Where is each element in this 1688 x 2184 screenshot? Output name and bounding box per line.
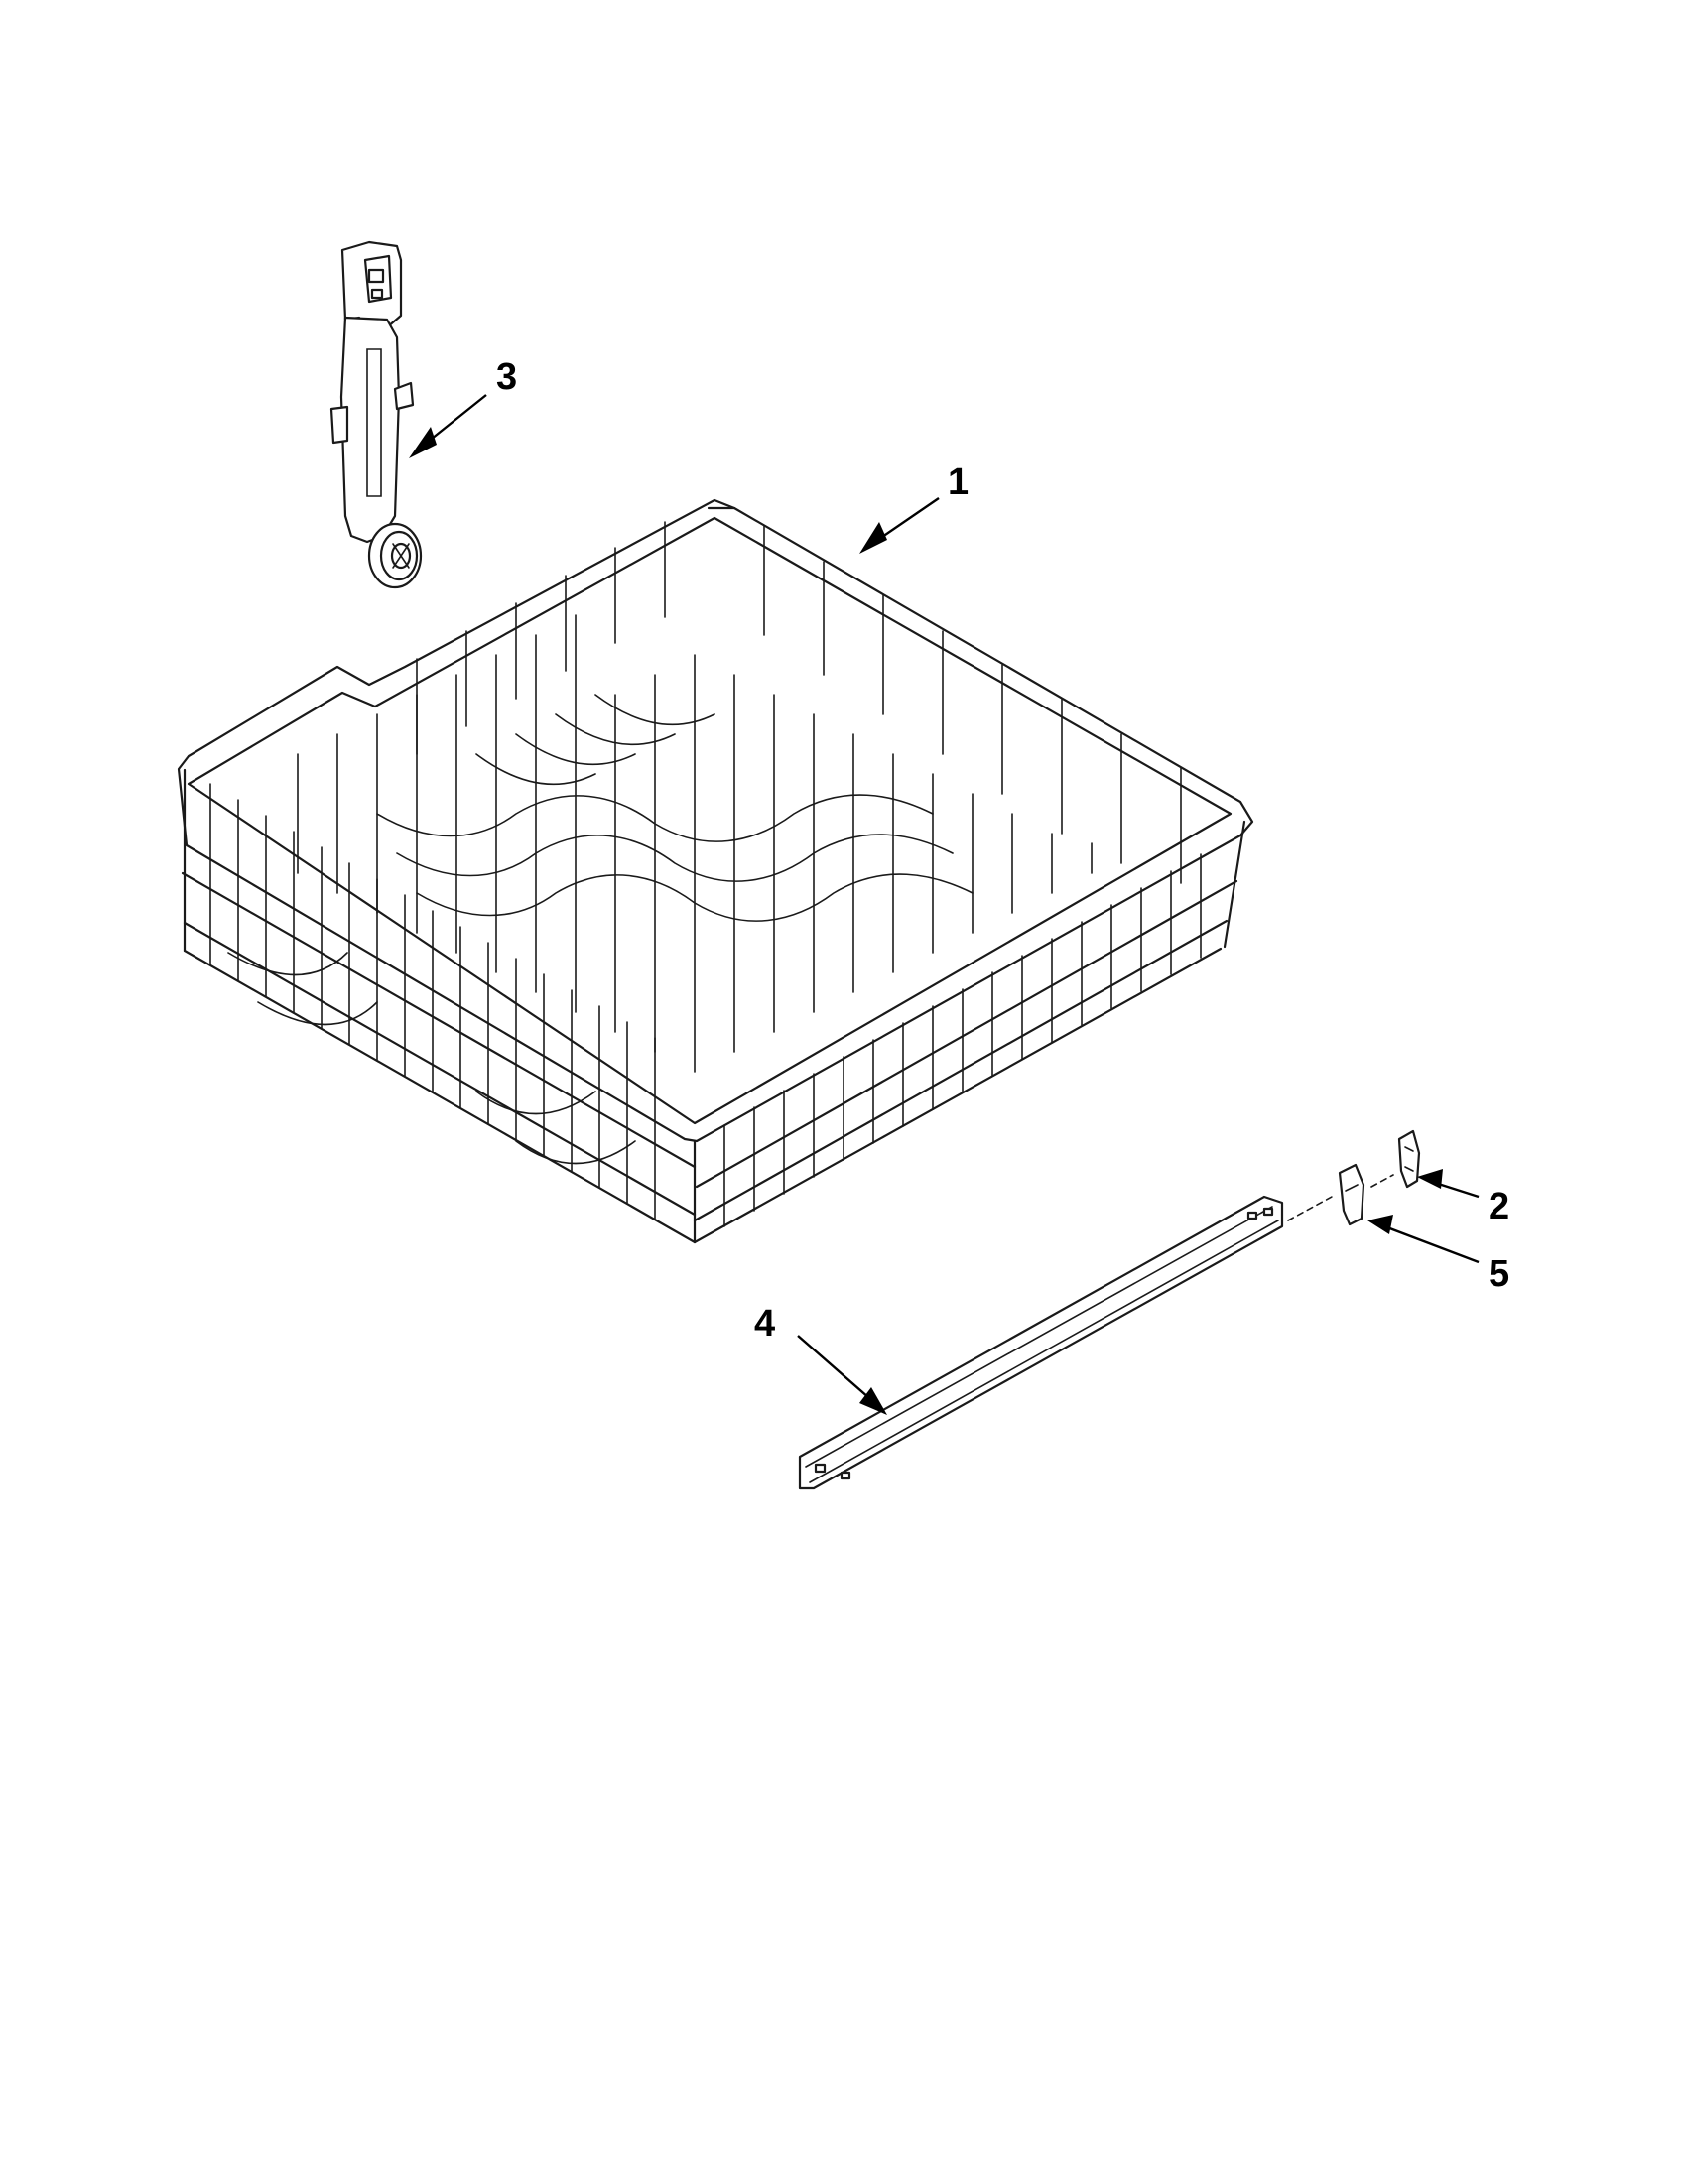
rack-track-rail-part bbox=[798, 1195, 1284, 1490]
rack-adjuster-part bbox=[329, 240, 423, 589]
callout-3: 3 bbox=[496, 356, 517, 398]
callout-2: 2 bbox=[1489, 1186, 1509, 1227]
leader-lines bbox=[409, 394, 1480, 1415]
callout-4: 4 bbox=[754, 1303, 775, 1345]
track-stop-part bbox=[1287, 1163, 1394, 1226]
track-clip-part bbox=[1397, 1129, 1421, 1189]
upper-dishrack-part bbox=[177, 498, 1254, 1244]
callout-5: 5 bbox=[1489, 1253, 1509, 1295]
callout-1: 1 bbox=[948, 461, 969, 503]
